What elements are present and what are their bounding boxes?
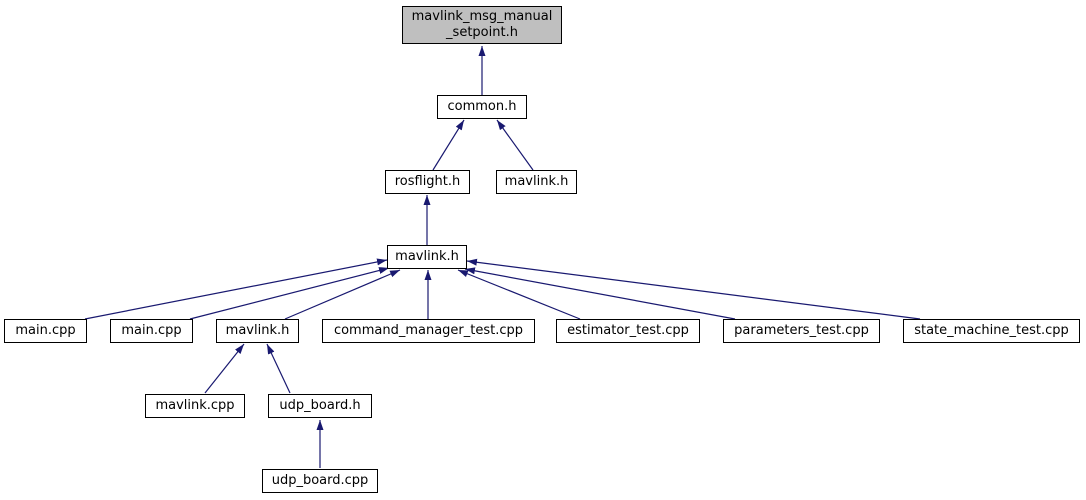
node-label: mavlink.h — [395, 249, 459, 264]
node-label-line2: _setpoint.h — [446, 25, 518, 40]
node-udp-board-h[interactable]: udp_board.h — [268, 394, 372, 418]
node-label: mavlink.h — [225, 323, 290, 338]
node-mavlink-msg-manual-setpoint-h: mavlink_msg_manual _setpoint.h — [402, 6, 562, 44]
edge-parameters-test-cpp-to-mavlink-h-mid — [464, 267, 736, 320]
node-label: udp_board.h — [279, 398, 361, 413]
node-common-h[interactable]: common.h — [437, 95, 527, 119]
node-label: main.cpp — [121, 323, 182, 338]
edge-mavlink-h-row-to-mavlink-h-mid — [284, 269, 401, 320]
node-estimator-test-cpp[interactable]: estimator_test.cpp — [556, 319, 700, 343]
node-mavlink-h-mid[interactable]: mavlink.h — [387, 245, 467, 269]
node-label: main.cpp — [15, 323, 76, 338]
edge-main-cpp-1-to-mavlink-h-mid — [84, 258, 388, 320]
node-mavlink-h-top[interactable]: mavlink.h — [496, 170, 577, 194]
node-main-cpp-1[interactable]: main.cpp — [4, 319, 87, 343]
edge-mavlink-h-top-to-common-h — [496, 119, 534, 171]
edge-udp-board-h-to-mavlink-h-row — [266, 343, 291, 394]
edge-main-cpp-2-to-mavlink-h-mid — [189, 267, 390, 320]
node-main-cpp-2[interactable]: main.cpp — [110, 319, 193, 343]
node-udp-board-cpp[interactable]: udp_board.cpp — [262, 469, 378, 493]
node-state-machine-test-cpp[interactable]: state_machine_test.cpp — [903, 319, 1080, 343]
node-label: udp_board.cpp — [271, 473, 369, 488]
node-mavlink-cpp[interactable]: mavlink.cpp — [145, 394, 245, 418]
edge-rosflight-h-to-common-h — [432, 119, 465, 171]
node-label: estimator_test.cpp — [567, 323, 689, 338]
edge-mavlink-cpp-to-mavlink-h-row — [204, 343, 245, 394]
node-mavlink-h-row[interactable]: mavlink.h — [216, 319, 299, 343]
edge-estimator-test-cpp-to-mavlink-h-mid — [457, 269, 581, 320]
node-label: rosflight.h — [394, 174, 461, 189]
node-command-manager-test-cpp[interactable]: command_manager_test.cpp — [322, 319, 535, 343]
node-label: mavlink.h — [504, 174, 569, 189]
node-label: parameters_test.cpp — [734, 323, 869, 338]
node-label: command_manager_test.cpp — [333, 323, 524, 338]
node-rosflight-h[interactable]: rosflight.h — [385, 170, 470, 194]
edge-state-machine-test-cpp-to-mavlink-h-mid — [466, 258, 921, 320]
node-label: mavlink.cpp — [155, 398, 235, 413]
node-parameters-test-cpp[interactable]: parameters_test.cpp — [723, 319, 880, 343]
node-label: state_machine_test.cpp — [914, 323, 1069, 338]
node-label: common.h — [447, 99, 517, 114]
node-label-line1: mavlink_msg_manual — [411, 9, 553, 24]
